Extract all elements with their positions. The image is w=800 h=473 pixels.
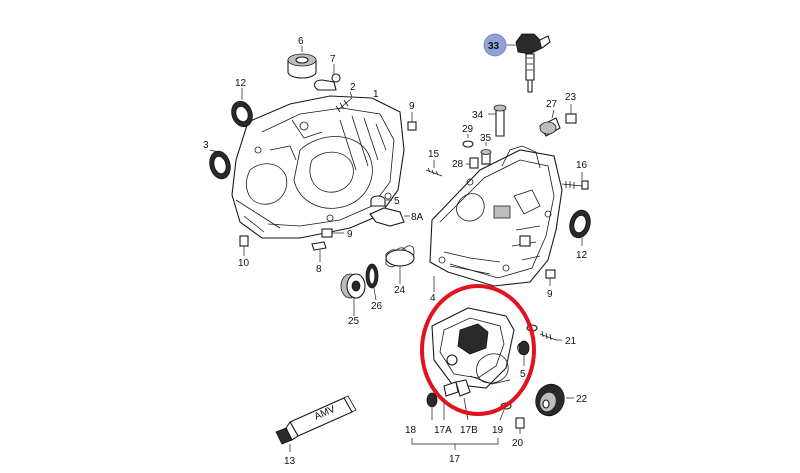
label-18: 18 xyxy=(405,425,417,436)
part-12-seal-right xyxy=(569,209,591,246)
label-28: 28 xyxy=(452,159,464,170)
label-22: 22 xyxy=(576,394,588,405)
label-3: 3 xyxy=(203,140,209,151)
label-8a: 8A xyxy=(411,212,424,223)
label-8: 8 xyxy=(316,264,322,275)
part-6-bearing xyxy=(287,46,317,79)
part-17b-sleeve xyxy=(455,379,471,421)
part-labels: 6 7 12 2 1 9 3 5 8A 9 10 8 24 26 25 4 33… xyxy=(203,36,588,467)
label-17b: 17B xyxy=(460,425,478,436)
part-8-clip xyxy=(311,241,327,262)
label-9-right: 9 xyxy=(547,289,553,300)
label-35: 35 xyxy=(480,133,492,144)
group-17-bracket xyxy=(411,438,499,450)
label-4: 4 xyxy=(430,293,436,304)
label-20: 20 xyxy=(512,438,524,449)
part-9-nut-top xyxy=(407,112,417,131)
part-12-seal-left xyxy=(231,88,253,128)
label-34: 34 xyxy=(472,110,484,121)
label-17: 17 xyxy=(449,454,461,465)
part-25-gear xyxy=(340,273,366,316)
part-2-screw xyxy=(335,91,353,113)
part-16-bolt xyxy=(561,172,589,190)
part-5-spring xyxy=(517,340,530,366)
part-33-sensor xyxy=(506,33,551,93)
part-34-sensor-pin xyxy=(488,104,507,137)
label-7: 7 xyxy=(330,54,336,65)
part-selector-housing xyxy=(431,307,515,389)
label-25: 25 xyxy=(348,316,360,327)
part-7-sensor xyxy=(313,64,341,91)
label-12-right: 12 xyxy=(576,250,588,261)
label-21: 21 xyxy=(565,336,577,347)
label-1: 1 xyxy=(373,89,379,100)
label-27: 27 xyxy=(546,99,558,110)
label-16: 16 xyxy=(576,160,588,171)
label-17a: 17A xyxy=(434,425,452,436)
label-26: 26 xyxy=(371,301,383,312)
part-10-bolt xyxy=(239,235,249,256)
label-24: 24 xyxy=(394,285,406,296)
gearbox-housing-right xyxy=(429,145,563,292)
part-33-badge xyxy=(483,33,507,57)
label-33: 33 xyxy=(488,41,500,52)
label-29: 29 xyxy=(462,124,474,135)
part-3-seal xyxy=(209,149,231,180)
part-28-pin xyxy=(466,157,479,169)
part-22-cover xyxy=(535,383,574,417)
part-9-nut-right xyxy=(545,269,556,286)
part-23-nut xyxy=(565,104,577,124)
label-2: 2 xyxy=(350,82,356,93)
label-10: 10 xyxy=(238,258,250,269)
part-35-switch xyxy=(480,142,492,165)
part-24-spring xyxy=(385,245,415,284)
label-6: 6 xyxy=(298,36,304,47)
highlight-circle xyxy=(420,284,536,416)
part-13-sealant-tube: AMV xyxy=(275,395,357,452)
part-27-bush xyxy=(539,109,561,137)
part-15-bolt xyxy=(425,160,443,177)
label-23: 23 xyxy=(565,92,577,103)
part-20-screw xyxy=(515,417,525,434)
label-13: 13 xyxy=(284,456,296,467)
label-15: 15 xyxy=(428,149,440,160)
part-9-nut-mid xyxy=(321,228,344,238)
part-5-plug xyxy=(370,195,392,207)
part-8a-bracket xyxy=(369,207,410,227)
label-5-right: 5 xyxy=(520,369,526,380)
label-5-left: 5 xyxy=(394,196,400,207)
label-19: 19 xyxy=(492,425,504,436)
label-9-top: 9 xyxy=(409,101,415,112)
part-29-seal xyxy=(462,134,474,148)
label-9-mid: 9 xyxy=(347,229,353,240)
label-12-left: 12 xyxy=(235,78,247,89)
part-26-ring xyxy=(365,263,379,301)
part-18-plug xyxy=(426,392,438,420)
